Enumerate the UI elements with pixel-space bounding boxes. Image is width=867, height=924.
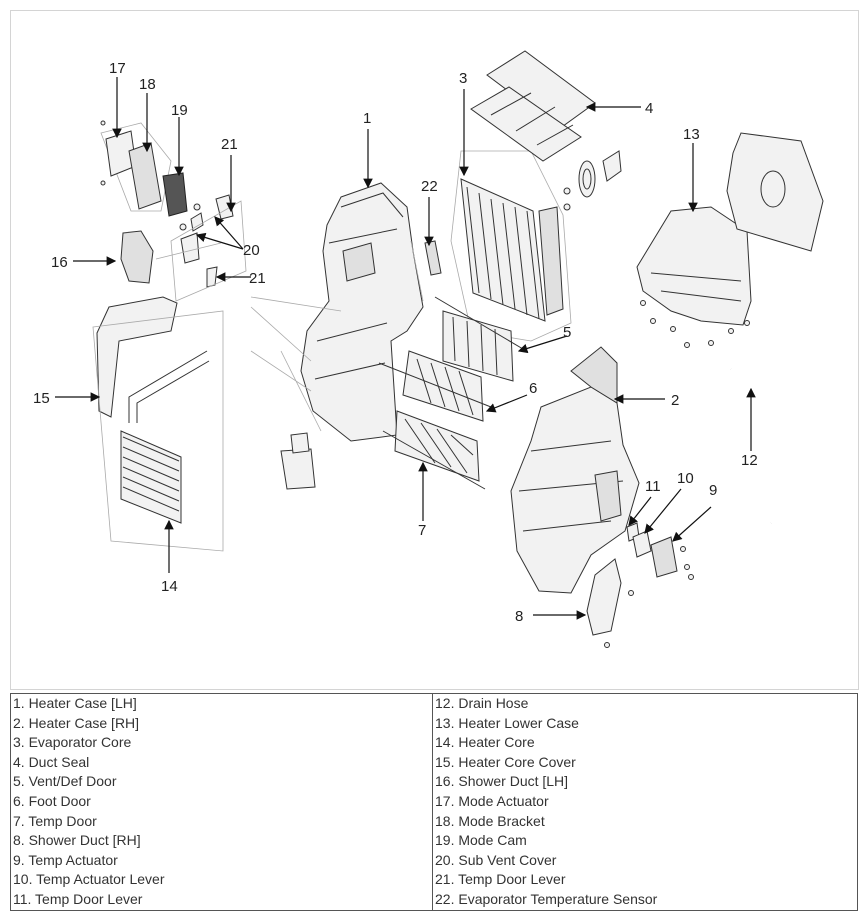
callout-1: 1 bbox=[363, 110, 371, 127]
shower-duct-rh-part bbox=[586, 558, 622, 636]
legend-item: 11. Temp Door Lever bbox=[10, 889, 433, 911]
legend-item: 8. Shower Duct [RH] bbox=[10, 831, 433, 851]
callout-11: 11 bbox=[645, 478, 661, 495]
legend-item: 18. Mode Bracket bbox=[432, 811, 858, 832]
legend-item: 14. Heater Core bbox=[432, 733, 858, 753]
temp-door-part bbox=[382, 410, 486, 490]
heater-lower-case-part bbox=[636, 206, 752, 348]
legend-item: 2. Heater Case [RH] bbox=[10, 713, 433, 734]
legend-item: 12. Drain Hose bbox=[432, 693, 858, 714]
evaporator-core-part bbox=[450, 150, 572, 342]
callout-labels: 1 2 3 4 5 6 7 8 9 10 11 12 13 14 15 16 1… bbox=[33, 60, 758, 625]
legend-row: 4. Duct Seal 15. Heater Core Cover bbox=[10, 752, 858, 773]
legend-row: 8. Shower Duct [RH] 19. Mode Cam bbox=[10, 831, 858, 851]
callout-2: 2 bbox=[671, 392, 679, 409]
legend-row: 5. Vent/Def Door 16. Shower Duct [LH] bbox=[10, 772, 858, 792]
gasket-part bbox=[280, 448, 316, 490]
parts-legend-table: 1. Heater Case [LH] 12. Drain Hose 2. He… bbox=[10, 693, 858, 911]
heater-core-part bbox=[120, 350, 210, 524]
legend-row: 3. Evaporator Core 14. Heater Core bbox=[10, 733, 858, 753]
duct-seal-part bbox=[470, 50, 596, 162]
heater-case-lh-part bbox=[300, 182, 424, 442]
callout-3: 3 bbox=[459, 70, 467, 87]
legend-item: 20. Sub Vent Cover bbox=[432, 850, 858, 871]
legend-row: 9. Temp Actuator 20. Sub Vent Cover bbox=[10, 850, 858, 871]
legend-item: 4. Duct Seal bbox=[10, 752, 433, 773]
temp-actuator-group bbox=[626, 522, 694, 580]
legend-row: 10. Temp Actuator Lever 21. Temp Door Le… bbox=[10, 870, 858, 890]
lever-group bbox=[170, 194, 247, 302]
leader-lines bbox=[55, 77, 756, 620]
callout-16: 16 bbox=[51, 254, 68, 271]
legend-item: 10. Temp Actuator Lever bbox=[10, 870, 433, 890]
callout-13: 13 bbox=[683, 126, 700, 143]
callout-9: 9 bbox=[709, 482, 717, 499]
legend-row: 7. Temp Door 18. Mode Bracket bbox=[10, 811, 858, 832]
callout-20: 20 bbox=[243, 242, 260, 259]
exploded-diagram: 1 2 3 4 5 6 7 8 9 10 11 12 13 14 15 16 1… bbox=[10, 10, 859, 690]
legend-row: 1. Heater Case [LH] 12. Drain Hose bbox=[10, 693, 858, 714]
insulation-panel-part bbox=[726, 132, 824, 252]
mode-actuator-group bbox=[100, 120, 188, 217]
heater-case-rh-part bbox=[510, 346, 640, 594]
callout-5: 5 bbox=[563, 324, 571, 341]
callout-15: 15 bbox=[33, 390, 50, 407]
legend-row: 2. Heater Case [RH] 13. Heater Lower Cas… bbox=[10, 713, 858, 734]
legend-item: 15. Heater Core Cover bbox=[432, 752, 858, 773]
legend-item: 6. Foot Door bbox=[10, 791, 433, 812]
callout-21-top: 21 bbox=[221, 136, 238, 153]
legend-item: 17. Mode Actuator bbox=[432, 791, 858, 812]
legend-row: 11. Temp Door Lever 22. Evaporator Tempe… bbox=[10, 889, 858, 911]
callout-6: 6 bbox=[529, 380, 537, 397]
legend-item: 13. Heater Lower Case bbox=[432, 713, 858, 734]
evaporator-temp-sensor-part bbox=[424, 240, 442, 276]
legend-item: 7. Temp Door bbox=[10, 811, 433, 832]
callout-8: 8 bbox=[515, 608, 523, 625]
legend-item: 21. Temp Door Lever bbox=[432, 870, 858, 890]
legend-item: 9. Temp Actuator bbox=[10, 850, 433, 871]
exploded-drawing: 1 2 3 4 5 6 7 8 9 10 11 12 13 14 15 16 1… bbox=[33, 50, 824, 648]
vent-def-door-part bbox=[434, 296, 524, 382]
callout-22: 22 bbox=[421, 178, 438, 195]
legend-item: 5. Vent/Def Door bbox=[10, 772, 433, 792]
callout-7: 7 bbox=[418, 522, 426, 539]
callout-18: 18 bbox=[139, 76, 156, 93]
heater-core-cover-part bbox=[96, 296, 178, 418]
legend-item: 22. Evaporator Temperature Sensor bbox=[432, 889, 858, 911]
legend-row: 6. Foot Door 17. Mode Actuator bbox=[10, 791, 858, 812]
callout-17: 17 bbox=[109, 60, 126, 77]
legend-item: 16. Shower Duct [LH] bbox=[432, 772, 858, 792]
callout-21-bottom: 21 bbox=[249, 270, 266, 287]
legend-item: 19. Mode Cam bbox=[432, 831, 858, 851]
foot-door-part bbox=[378, 350, 492, 422]
mode-cam-part bbox=[162, 172, 188, 217]
shower-duct-lh-part bbox=[120, 230, 154, 284]
legend-item: 1. Heater Case [LH] bbox=[10, 693, 433, 714]
callout-12: 12 bbox=[741, 452, 758, 469]
callout-4: 4 bbox=[645, 100, 653, 117]
legend-item: 3. Evaporator Core bbox=[10, 733, 433, 753]
mode-bracket-part bbox=[128, 142, 162, 210]
callout-14: 14 bbox=[161, 578, 178, 595]
callout-19: 19 bbox=[171, 102, 188, 119]
callout-10: 10 bbox=[677, 470, 694, 487]
